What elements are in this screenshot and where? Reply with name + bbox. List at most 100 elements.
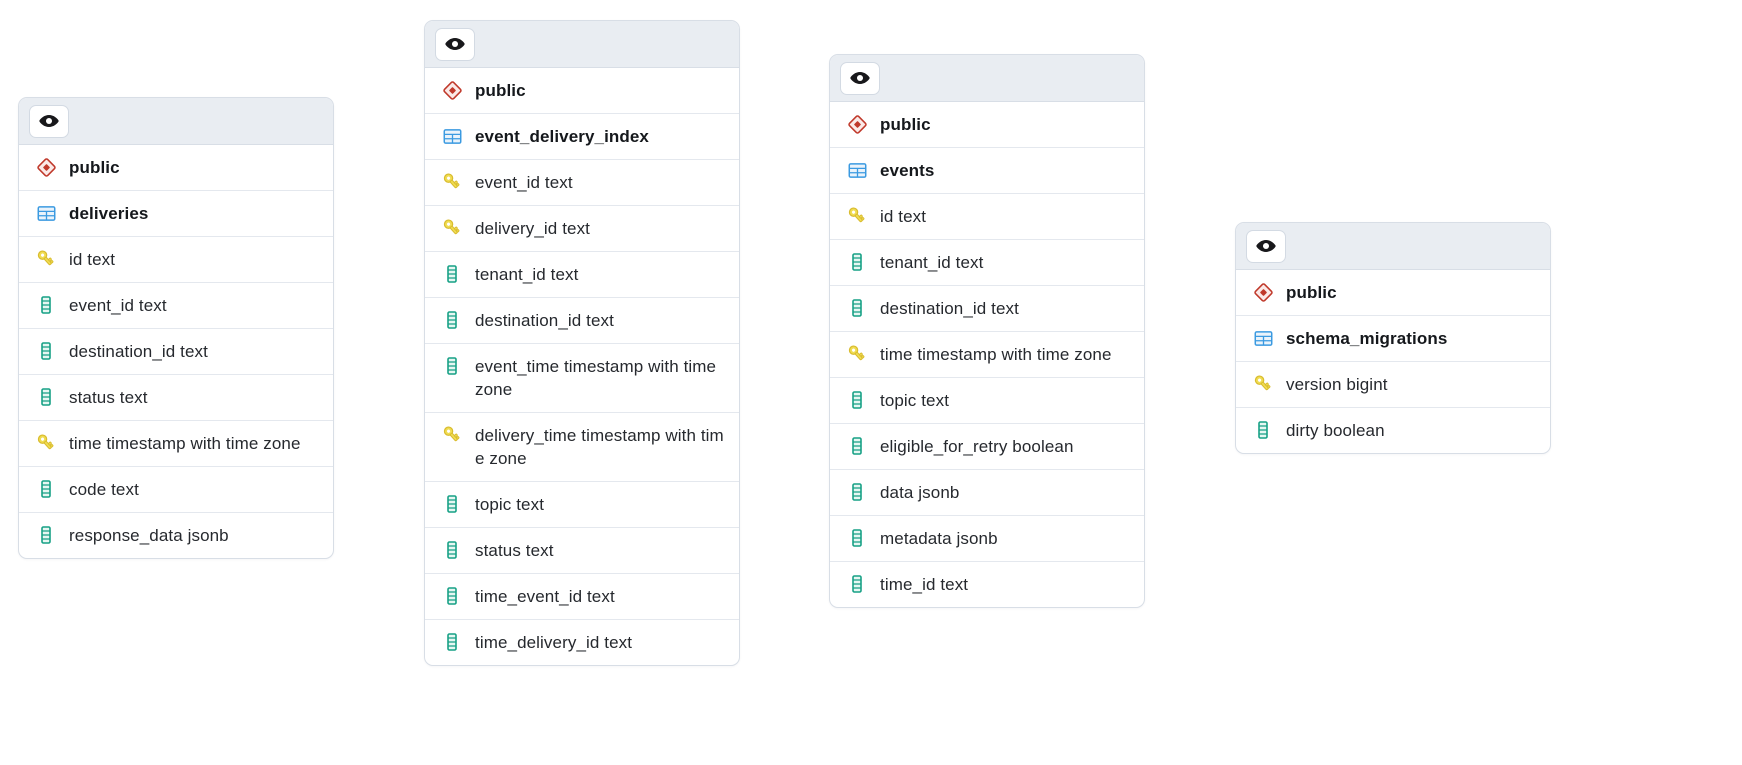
column-row[interactable]: code text: [19, 467, 333, 513]
row-label: topic text: [475, 495, 545, 514]
table-name-row[interactable]: event_delivery_index: [425, 114, 739, 160]
table-node-deliveries[interactable]: public deliveries id text event_id text …: [18, 97, 334, 559]
primary-key-icon: [35, 248, 57, 270]
visibility-toggle-button[interactable]: [840, 61, 880, 95]
column-icon: [441, 263, 463, 285]
column-icon: [35, 524, 57, 546]
row-label: id text: [69, 250, 116, 269]
row-label: event_time timestamp with time zone: [475, 357, 717, 399]
schema-diamond-icon: [846, 113, 868, 135]
visibility-toggle-button[interactable]: [1246, 229, 1286, 263]
column-row[interactable]: topic text: [425, 482, 739, 528]
schema-diamond-icon: [441, 79, 463, 101]
row-label: metadata jsonb: [880, 529, 998, 548]
row-label: status text: [475, 541, 554, 560]
column-icon: [1252, 419, 1274, 441]
row-label: eligible_for_retry boolean: [880, 437, 1074, 456]
row-label: topic text: [880, 391, 950, 410]
row-label: code text: [69, 480, 139, 499]
column-row[interactable]: time timestamp with time zone: [19, 421, 333, 467]
column-row[interactable]: status text: [425, 528, 739, 574]
column-row[interactable]: destination_id text: [425, 298, 739, 344]
table-grid-icon: [846, 159, 868, 181]
column-row[interactable]: destination_id text: [830, 286, 1144, 332]
table-node-header: [425, 21, 739, 68]
column-row[interactable]: time_event_id text: [425, 574, 739, 620]
column-icon: [846, 435, 868, 457]
column-icon: [441, 539, 463, 561]
row-label: data jsonb: [880, 483, 960, 502]
column-row[interactable]: data jsonb: [830, 470, 1144, 516]
row-label: public: [475, 81, 526, 100]
table-node-event_delivery_index[interactable]: public event_delivery_index event_id tex…: [424, 20, 740, 666]
column-icon: [441, 309, 463, 331]
row-label: event_id text: [69, 296, 167, 315]
column-row[interactable]: dirty boolean: [1236, 408, 1550, 453]
column-icon: [846, 527, 868, 549]
column-icon: [35, 386, 57, 408]
row-label: schema_migrations: [1286, 329, 1448, 348]
row-label: time_id text: [880, 575, 969, 594]
column-row[interactable]: metadata jsonb: [830, 516, 1144, 562]
table-node-schema_migrations[interactable]: public schema_migrations version bigint …: [1235, 222, 1551, 454]
row-label: time timestamp with time zone: [880, 345, 1112, 364]
column-row[interactable]: id text: [19, 237, 333, 283]
column-row[interactable]: time_id text: [830, 562, 1144, 607]
row-label: destination_id text: [475, 311, 614, 330]
column-row[interactable]: status text: [19, 375, 333, 421]
column-row[interactable]: response_data jsonb: [19, 513, 333, 558]
primary-key-icon: [846, 205, 868, 227]
column-icon: [35, 340, 57, 362]
schema-diamond-icon: [35, 156, 57, 178]
table-node-header: [1236, 223, 1550, 270]
schema-row[interactable]: public: [425, 68, 739, 114]
column-row[interactable]: version bigint: [1236, 362, 1550, 408]
column-row[interactable]: delivery_id text: [425, 206, 739, 252]
table-name-row[interactable]: events: [830, 148, 1144, 194]
column-icon: [846, 573, 868, 595]
column-row[interactable]: eligible_for_retry boolean: [830, 424, 1144, 470]
row-label: time_delivery_id text: [475, 633, 633, 652]
table-node-header: [830, 55, 1144, 102]
column-row[interactable]: topic text: [830, 378, 1144, 424]
row-label: public: [880, 115, 931, 134]
column-row[interactable]: delivery_time timestamp with time zone: [425, 413, 739, 482]
row-label: time_event_id text: [475, 587, 615, 606]
visibility-toggle-button[interactable]: [29, 104, 69, 138]
column-icon: [441, 585, 463, 607]
column-row[interactable]: event_id text: [19, 283, 333, 329]
table-node-header: [19, 98, 333, 145]
table-grid-icon: [35, 202, 57, 224]
column-row[interactable]: tenant_id text: [830, 240, 1144, 286]
schema-row[interactable]: public: [19, 145, 333, 191]
column-row[interactable]: tenant_id text: [425, 252, 739, 298]
column-icon: [35, 294, 57, 316]
row-label: delivery_id text: [475, 219, 590, 238]
table-node-events[interactable]: public events id text tenant_id text des…: [829, 54, 1145, 608]
row-label: public: [1286, 283, 1337, 302]
table-name-row[interactable]: schema_migrations: [1236, 316, 1550, 362]
eye-icon: [849, 67, 871, 89]
column-row[interactable]: event_id text: [425, 160, 739, 206]
schema-row[interactable]: public: [830, 102, 1144, 148]
schema-row[interactable]: public: [1236, 270, 1550, 316]
column-row[interactable]: destination_id text: [19, 329, 333, 375]
primary-key-icon: [441, 424, 463, 446]
primary-key-icon: [441, 171, 463, 193]
column-row[interactable]: time timestamp with time zone: [830, 332, 1144, 378]
row-label: tenant_id text: [880, 253, 984, 272]
column-icon: [441, 631, 463, 653]
row-label: event_id text: [475, 173, 573, 192]
table-name-row[interactable]: deliveries: [19, 191, 333, 237]
visibility-toggle-button[interactable]: [435, 27, 475, 61]
row-label: time timestamp with time zone: [69, 434, 301, 453]
row-label: events: [880, 161, 935, 180]
column-icon: [846, 481, 868, 503]
column-icon: [846, 389, 868, 411]
schema-diamond-icon: [1252, 281, 1274, 303]
column-row[interactable]: time_delivery_id text: [425, 620, 739, 665]
column-row[interactable]: id text: [830, 194, 1144, 240]
row-label: public: [69, 158, 120, 177]
column-row[interactable]: event_time timestamp with time zone: [425, 344, 739, 413]
